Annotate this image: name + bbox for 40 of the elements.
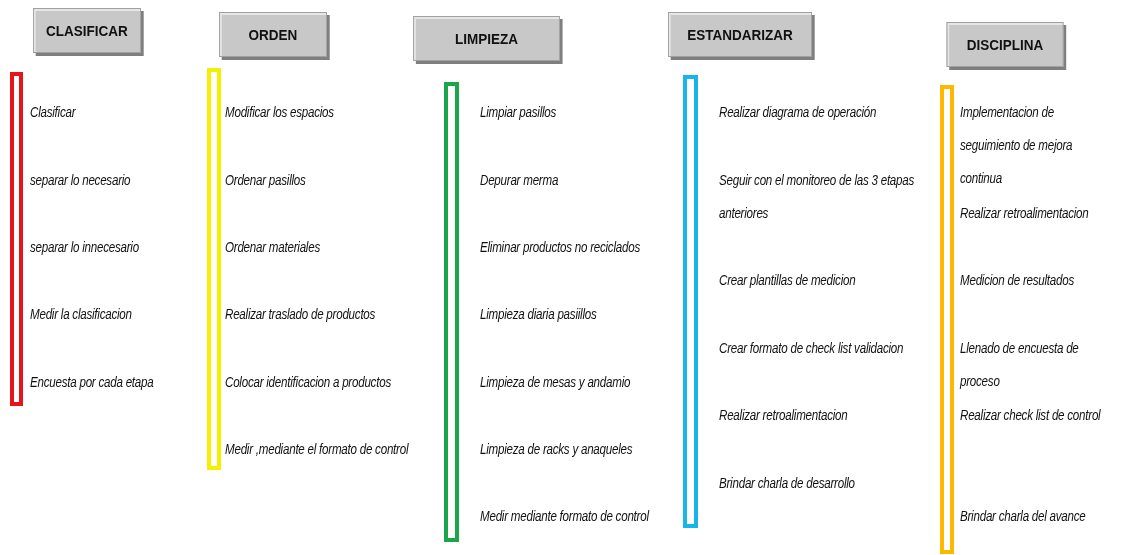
header-box: CLASIFICAR [33,8,141,53]
vertical-bracket-bar [940,85,954,554]
list-item-text: separar lo necesario [30,171,131,190]
header-box: LIMPIEZA [413,16,560,61]
list-item-text: Encuesta por cada etapa [30,373,154,392]
list-item-text: Realizar diagrama de operación [719,103,877,122]
vertical-bracket-bar [207,68,221,470]
list-item-text: Brindar charla del avance [960,507,1086,526]
list-item-text: Medir la clasificacion [30,305,132,324]
list-item-text: separar lo innecesario [30,238,139,257]
list-item-text: Medir ,mediante el formato de control [225,440,409,459]
list-item-text: Llenado de encuesta de proceso [960,339,1080,391]
list-item-text: Realizar traslado de productos [225,305,376,324]
vertical-bracket-bar [10,72,23,406]
list-item-text: Realizar check list de control [960,406,1101,425]
list-item-text: Realizar retroalimentacion [960,204,1089,223]
list-item-text: Limpieza diaria pasiillos [480,305,597,324]
list-item-text: Realizar retroalimentacion [719,406,848,425]
list-item-text: Brindar charla de desarrollo [719,474,855,493]
list-item-text: Ordenar pasillos [225,171,306,190]
header-box: ESTANDARIZAR [668,12,812,57]
list-item-text: Ordenar materiales [225,238,320,257]
list-item-text: Seguir con el monitoreo de las 3 etapas anteriores [719,171,916,223]
list-item-text: Depurar merma [480,171,559,190]
list-item-text: Limpiar pasillos [480,103,557,122]
vertical-bracket-bar [444,82,459,542]
list-item-text: Limpieza de racks y anaqueles [480,440,633,459]
list-item-text: Limpieza de mesas y andamio [480,373,631,392]
list-item-text: Eliminar productos no reciclados [480,238,640,257]
list-item-text: Colocar identificacion a productos [225,373,391,392]
list-item-text: Implementacion de seguimiento de mejora continua [960,103,1074,188]
header-box: ORDEN [219,12,327,57]
list-item-text: Clasificar [30,103,76,122]
list-item-text: Modificar los espacios [225,103,334,122]
header-box: DISCIPLINA [946,22,1064,67]
list-item-text: Crear plantillas de medicion [719,271,856,290]
vertical-bracket-bar [683,75,698,528]
list-item-text: Crear formato de check list validacion [719,339,904,358]
list-item-text: Medir mediante formato de control [480,507,649,526]
list-item-text: Medicion de resultados [960,271,1074,290]
